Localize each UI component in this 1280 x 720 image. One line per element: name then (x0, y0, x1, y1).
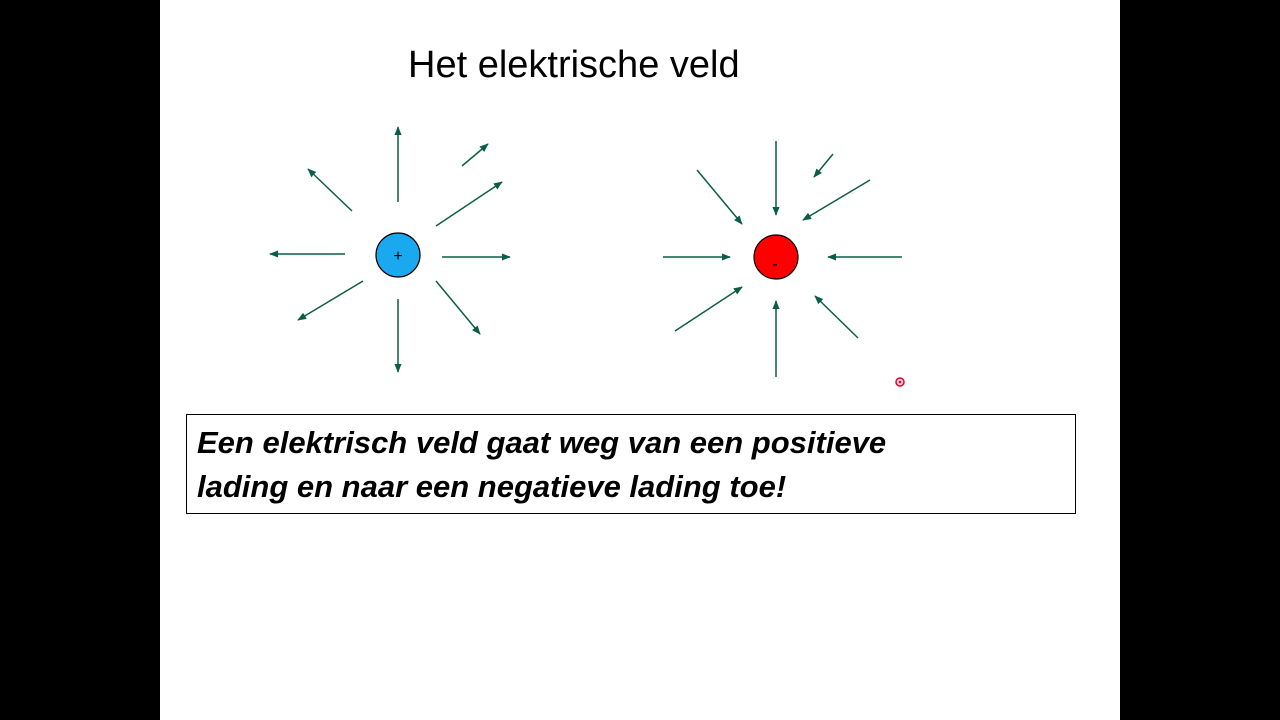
slide: Het elektrische veld (160, 0, 1120, 720)
field-arrow (435, 181, 503, 227)
field-arrow (307, 168, 353, 212)
field-arrow (802, 179, 871, 221)
statement-line-2: lading en naar een negatieve lading toe! (197, 469, 787, 504)
positive-charge-circle (375, 232, 421, 278)
statement-box: Een elektrisch veld gaat weg van een pos… (186, 414, 1076, 514)
positive-field-lines (269, 126, 511, 373)
negative-field-lines (663, 141, 902, 377)
field-arrow (696, 169, 743, 225)
statement-line-1: Een elektrisch veld gaat weg van een pos… (197, 425, 887, 460)
field-arrow (297, 280, 364, 321)
negative-charge-symbol: - (772, 256, 777, 273)
positive-charge: + (375, 232, 421, 278)
field-arrow (461, 143, 489, 167)
field-diagram: + - (269, 126, 905, 387)
positive-charge-symbol: + (393, 248, 402, 265)
slide-title: Het elektrische veld (408, 44, 740, 86)
negative-charge: - (753, 234, 799, 280)
field-arrow (435, 280, 481, 335)
negative-charge-circle (753, 234, 799, 280)
field-arrow (674, 286, 743, 332)
field-arrow (814, 295, 859, 339)
pointer-dot-icon (895, 377, 905, 387)
field-arrow (813, 153, 834, 178)
